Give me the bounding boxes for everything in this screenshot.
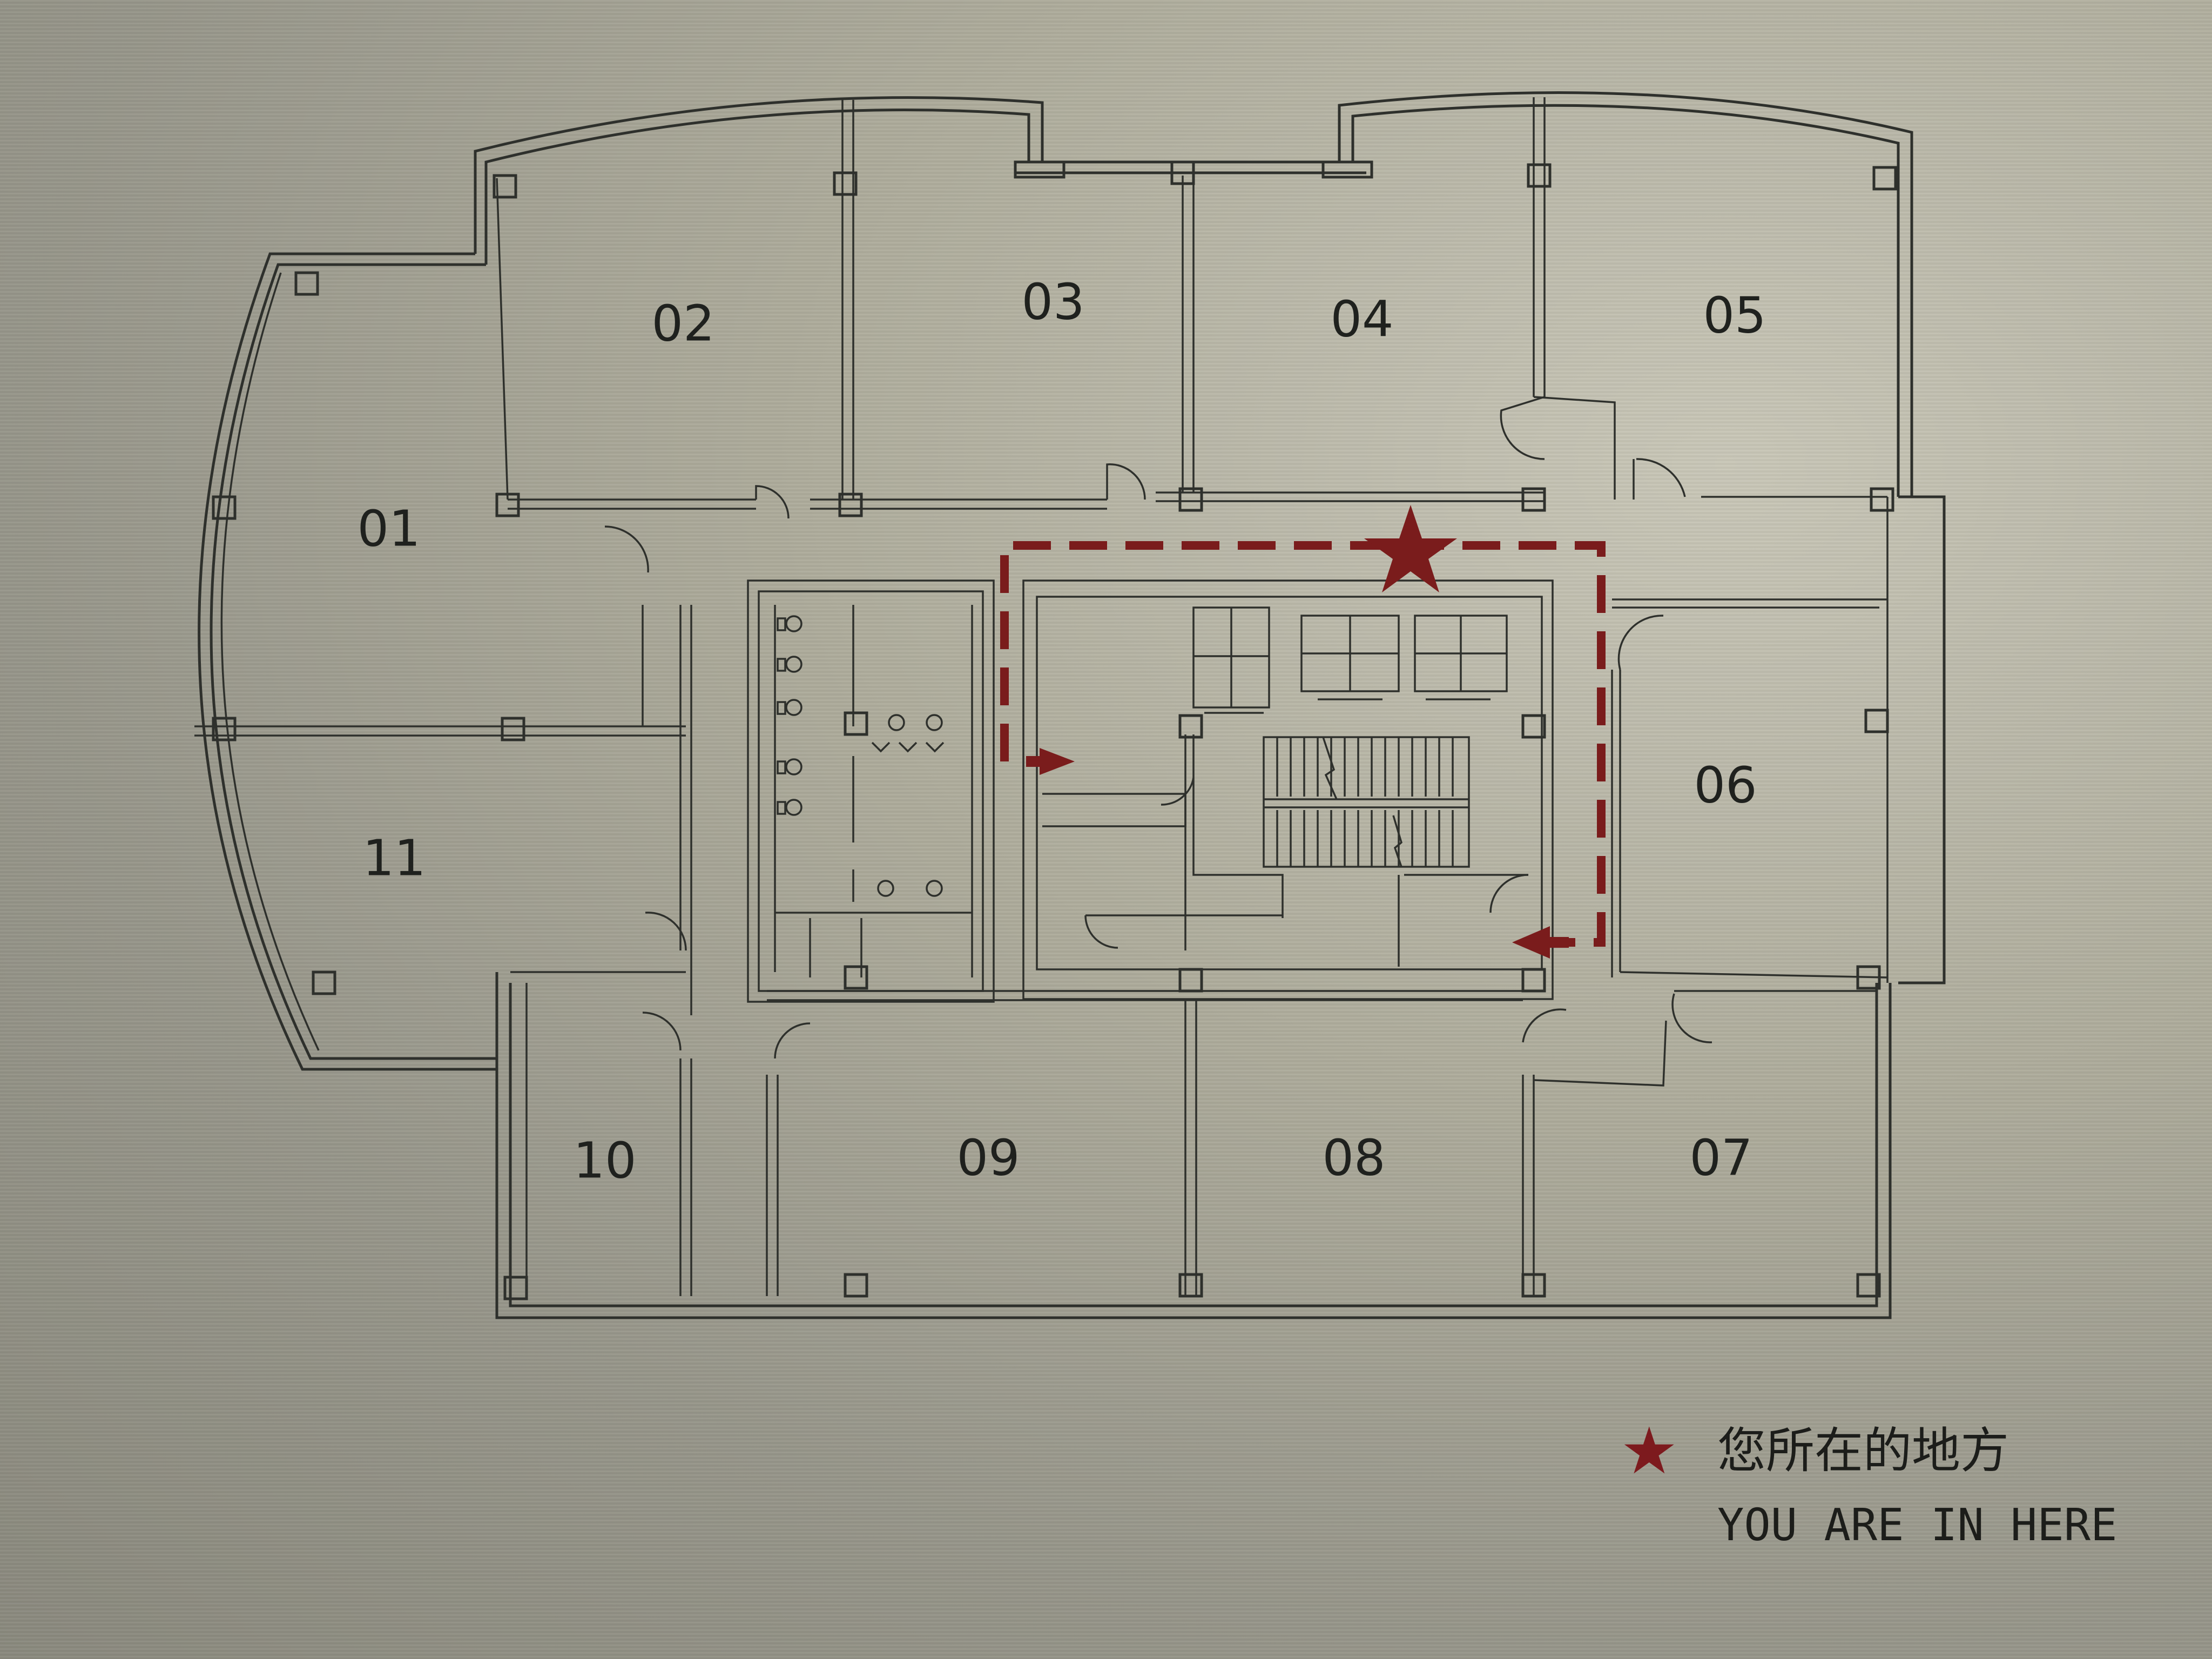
toilet-icon [777,615,802,816]
staircase [1263,736,1470,868]
room-label-02: 02 [651,294,714,352]
room-label-07: 07 [1689,1129,1752,1186]
room-label-08: 08 [1322,1129,1385,1186]
legend-label-english: YOU ARE IN HERE [1717,1500,2117,1551]
columns [212,160,1897,1300]
room-label-06: 06 [1694,756,1757,814]
room-label-10: 10 [573,1131,636,1189]
interior-walls [194,97,1888,1296]
room-label-11: 11 [362,829,426,887]
elevator-icon [1192,606,1508,714]
you-are-here-star-icon [1364,505,1457,592]
route-arrow-left-icon [1512,926,1569,959]
legend-label-chinese: 您所在的地方 [1717,1422,2009,1479]
evacuation-route [1000,505,1606,959]
legend: ★ 您所在的地方 YOU ARE IN HERE [1620,1415,2160,1588]
room-labels: 01 02 03 04 05 06 07 08 09 10 11 [357,273,1766,1189]
legend-star-icon: ★ [1620,1414,1678,1489]
room-label-01: 01 [357,500,420,557]
sink-icon [871,714,945,897]
doors [604,396,1712,1059]
room-label-03: 03 [1021,273,1084,331]
room-label-04: 04 [1330,290,1393,348]
route-arrow-right-icon [1026,748,1075,775]
room-label-09: 09 [956,1129,1020,1186]
restroom-block [747,579,995,1003]
room-label-05: 05 [1703,286,1766,344]
elevator-stair-core [1022,579,1554,1000]
outer-walls [198,91,1946,1319]
